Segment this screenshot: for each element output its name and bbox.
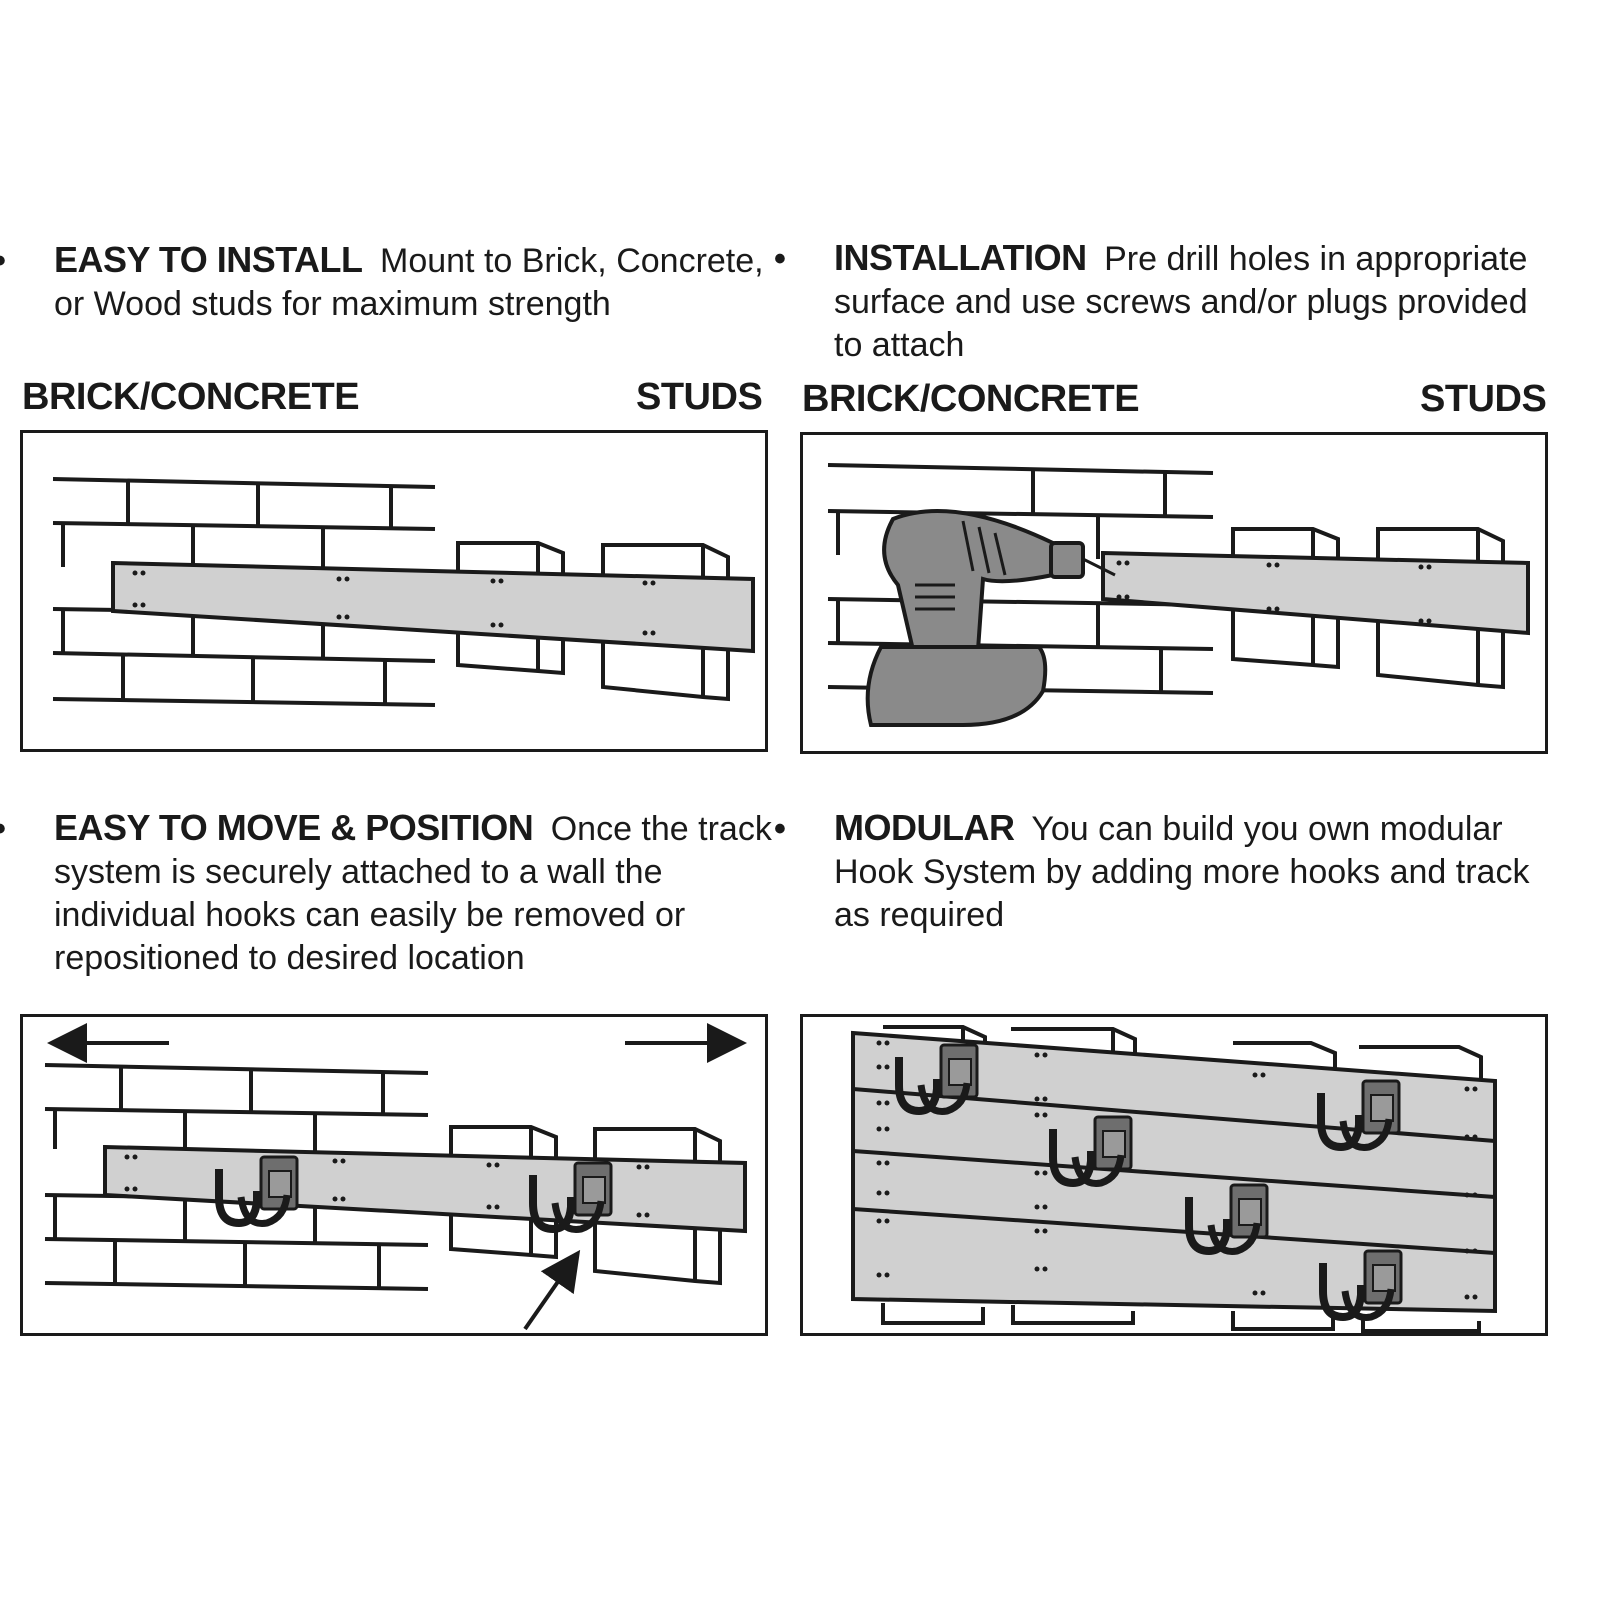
hook-icon [1185, 1183, 1269, 1256]
illustration-brick-and-studs-track [20, 430, 768, 752]
hook-icon [529, 1161, 613, 1234]
bullet: • [774, 240, 786, 278]
section-body: Once the track system is securely attach… [54, 810, 772, 977]
drill-icon [865, 509, 1116, 727]
hook-icon [1317, 1079, 1401, 1152]
illustration-drill-installation [800, 432, 1548, 754]
label-brick-concrete: BRICK/CONCRETE [22, 376, 360, 418]
illustration-movable-hooks [20, 1014, 768, 1336]
bullet: • [0, 240, 54, 283]
bullet: • [774, 810, 786, 848]
label-studs: STUDS [1420, 378, 1547, 420]
section-modular: • MODULAR You can build you own modular H… [774, 806, 1544, 937]
hook-icon [895, 1043, 979, 1116]
illustration-modular-system [800, 1014, 1548, 1336]
hook-icon [215, 1155, 299, 1228]
bullet: • [0, 808, 54, 851]
section-installation: • INSTALLATION Pre drill holes in appropr… [774, 236, 1564, 367]
section-body: Pre drill holes in appropriate surface a… [834, 240, 1528, 364]
hook-icon [1049, 1115, 1133, 1188]
section-heading: MODULAR [834, 807, 1015, 848]
arrow-pointer-icon [523, 1249, 581, 1331]
hook-icon [1319, 1249, 1403, 1322]
section-heading: EASY TO INSTALL [54, 239, 363, 280]
section-easy-to-install: •EASY TO INSTALL Mount to Brick, Concret… [0, 238, 784, 326]
section-easy-to-move: •EASY TO MOVE & POSITION Once the track … [0, 806, 784, 980]
section-heading: EASY TO MOVE & POSITION [54, 807, 534, 848]
section-body: You can build you own modular Hook Syste… [834, 810, 1530, 934]
section-body: Mount to Brick, Concrete, or Wood studs … [54, 242, 764, 323]
label-studs: STUDS [636, 376, 763, 418]
label-brick-concrete: BRICK/CONCRETE [802, 378, 1140, 420]
section-heading: INSTALLATION [834, 237, 1087, 278]
